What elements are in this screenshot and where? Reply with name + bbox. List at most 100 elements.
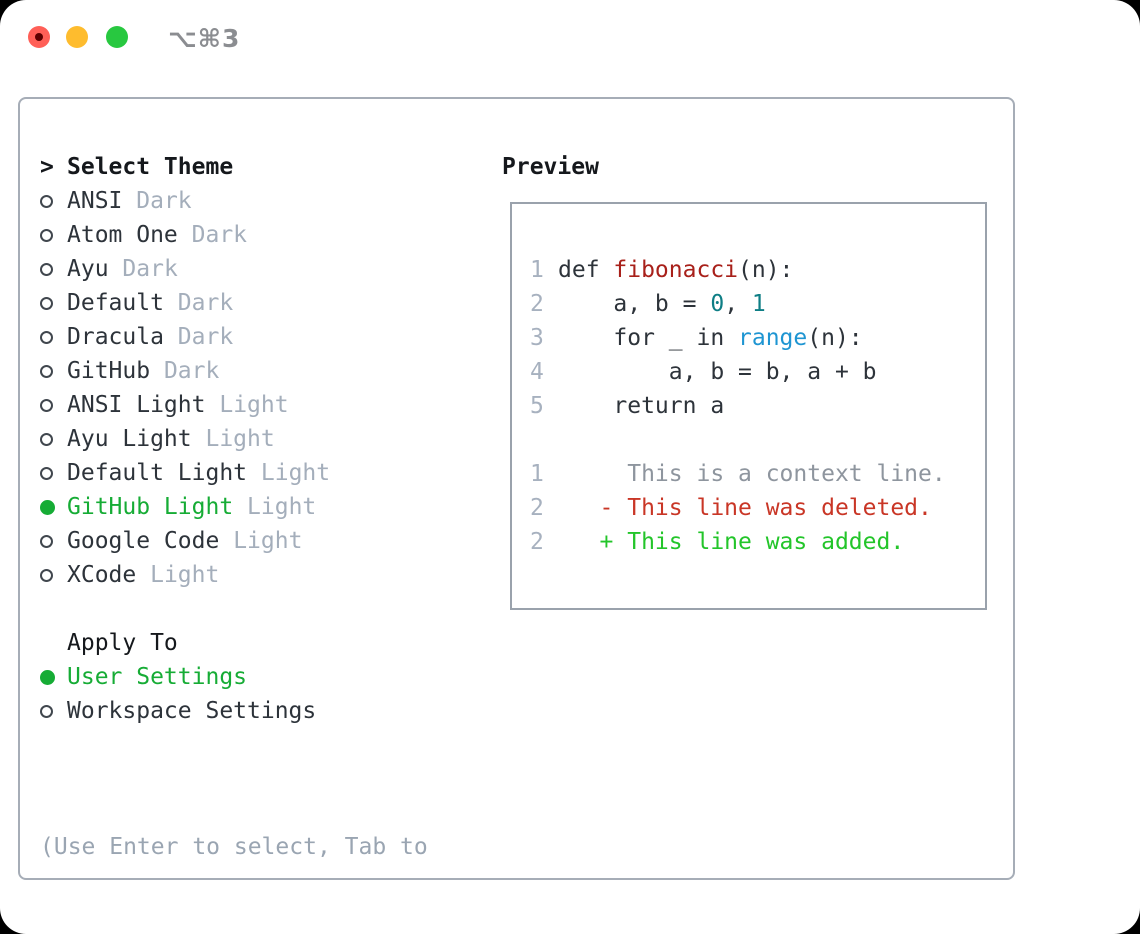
line-number: 2 [530,495,544,521]
window-title: ⌥⌘3 [168,24,241,53]
radio-cell [40,364,67,378]
radio-icon [40,704,53,718]
radio-icon [40,568,53,582]
minimize-button[interactable] [66,26,88,48]
theme-option-variant: Light [205,426,275,452]
code-segment-function: fibonacci [613,257,739,283]
theme-option-ayu-light[interactable]: Ayu Light Light [40,422,490,456]
line-number: 1 [530,461,544,487]
radio-cell [40,296,67,310]
theme-option-name: GitHub [67,358,151,384]
focus-caret-icon: > [40,154,54,180]
line-content: - This line was deleted. [558,495,932,521]
line-content: a, b = 0, 1 [558,291,766,317]
theme-option-variant: Dark [122,256,178,282]
spacer [40,592,490,626]
code-line: 2 + This line was added. [530,525,985,559]
code-segment-code: a, b = b, a + b [558,359,877,385]
radio-cell [40,466,67,480]
line-content: for _ in range(n): [558,325,863,351]
help-text-line1: (Use Enter to select, Tab to [40,834,428,860]
theme-option-google-code[interactable]: Google Code Light [40,524,490,558]
radio-cell [40,704,67,718]
line-content: This is a context line. [558,461,946,487]
radio-icon [40,194,53,208]
line-content: def fibonacci(n): [558,257,793,283]
close-button[interactable] [28,26,50,48]
radio-icon [40,364,53,378]
apply-to-option-name: User Settings [67,664,248,690]
code-segment-builtin: range [738,325,808,351]
radio-cell [40,330,67,344]
radio-cell [40,499,67,515]
theme-option-variant: Dark [136,188,192,214]
theme-option-name: Ayu Light [67,426,192,452]
theme-option-variant: Light [233,528,303,554]
code-line: 1 This is a context line. [530,457,985,491]
theme-option-variant: Dark [177,324,234,350]
theme-option-name: Google Code [67,528,220,554]
theme-option-ansi-light[interactable]: ANSI Light Light [40,388,490,422]
radio-icon [40,432,53,446]
radio-cell [40,262,67,276]
apply-to-option-workspace-settings[interactable]: Workspace Settings [40,694,490,728]
theme-option-default[interactable]: Default Dark [40,286,490,320]
code-segment-code: , [724,291,752,317]
code-segment-context: This is a context line. [558,461,946,487]
code-segment-code: (n): [807,325,863,351]
line-content: return a [558,393,724,419]
radio-icon [40,466,53,480]
theme-option-variant: Light [219,392,289,418]
radio-cell [40,432,67,446]
code-segment-number: 0 [710,291,725,317]
preview-box: 1 def fibonacci(n): 2 a, b = 0, 1 3 for … [510,202,987,610]
theme-option-variant: Dark [191,222,248,248]
theme-option-xcode[interactable]: XCode Light [40,558,490,592]
radio-cell [40,568,67,582]
theme-option-name: Default Light [67,460,248,486]
line-number: 2 [530,529,544,555]
apply-to-option-name: Workspace Settings [67,698,317,724]
code-line: 3 for _ in range(n): [530,321,985,355]
code-line: 2 - This line was deleted. [530,491,985,525]
theme-option-github-light[interactable]: GitHub Light Light [40,490,490,524]
code-line: 5 return a [530,389,985,423]
apply-to-option-user-settings[interactable]: User Settings [40,660,490,694]
theme-option-ayu[interactable]: Ayu Dark [40,252,490,286]
code-segment-added: + This line was added. [558,529,905,555]
theme-option-github[interactable]: GitHub Dark [40,354,490,388]
select-theme-header-row: > Select Theme [40,150,490,184]
line-number: 4 [530,359,544,385]
theme-option-variant: Light [150,562,220,588]
code-segment-number: 1 [751,291,766,317]
radio-cell [40,398,67,412]
theme-list: ANSI Dark Atom One Dark Ayu Dark Default… [40,184,490,592]
title-bar: ⌥⌘3 [0,0,1140,72]
code-line: 2 a, b = 0, 1 [530,287,985,321]
line-number: 3 [530,325,544,351]
radio-icon [40,669,55,685]
theme-option-default-light[interactable]: Default Light Light [40,456,490,490]
zoom-button[interactable] [106,26,128,48]
help-text: (Use Enter to select, Tab to change focu… [40,762,490,934]
spacer [40,728,490,762]
theme-option-variant: Dark [177,290,234,316]
theme-option-atom-one[interactable]: Atom One Dark [40,218,490,252]
select-theme-header: Select Theme [67,154,234,180]
radio-cell [40,669,67,685]
theme-option-ansi[interactable]: ANSI Dark [40,184,490,218]
line-number: 2 [530,291,544,317]
line-number: 5 [530,393,544,419]
radio-cell [40,534,67,548]
theme-option-name: Dracula [67,324,164,350]
diff-block: 1 This is a context line. 2 - This line … [530,457,985,559]
radio-icon [40,398,53,412]
preview-header: Preview [502,154,599,180]
code-line: 1 def fibonacci(n): [530,253,985,287]
theme-option-dracula[interactable]: Dracula Dark [40,320,490,354]
radio-icon [40,262,53,276]
radio-icon [40,228,53,242]
code-segment-code: a, b = [558,291,711,317]
theme-option-name: GitHub Light [67,494,234,520]
